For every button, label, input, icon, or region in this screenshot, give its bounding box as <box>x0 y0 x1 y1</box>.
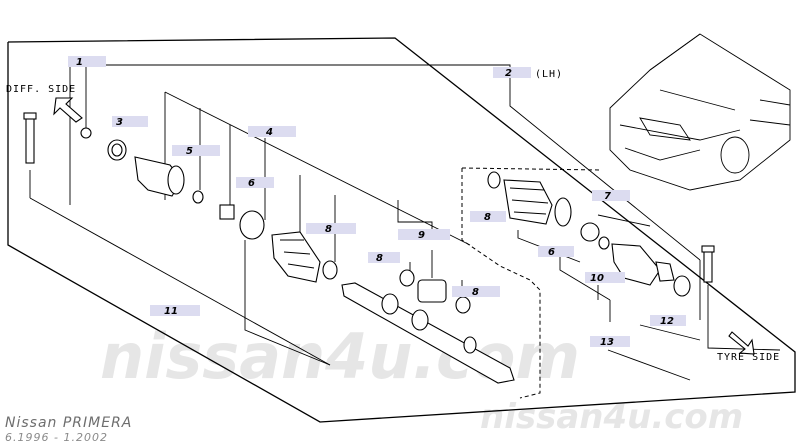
diff-side-arrow-icon <box>53 97 83 123</box>
dowel-part <box>25 116 35 164</box>
lh-qualifier: (LH) <box>535 69 563 80</box>
callout-12: 12 <box>660 316 674 327</box>
diff-side-label: DIFF. SIDE <box>6 84 76 95</box>
callout-5: 5 <box>186 146 193 157</box>
callout-8c: 8 <box>472 287 479 298</box>
tyre-side-label: TYRE SIDE <box>717 352 780 363</box>
boot-part <box>271 231 321 283</box>
footer-years: 6.1996 - 1.2002 <box>5 431 108 444</box>
ball-cage-part <box>580 222 600 242</box>
callout-13: 13 <box>600 337 614 348</box>
circlip-part <box>80 127 92 139</box>
callout-3: 3 <box>116 117 123 128</box>
callout-11: 11 <box>164 306 178 317</box>
watermark-large: nissan4u.com <box>100 320 580 393</box>
footer-model: Nissan PRIMERA <box>5 415 133 431</box>
assembly-frame <box>7 37 796 423</box>
callout-8d: 8 <box>484 212 491 223</box>
callout-4: 4 <box>265 127 273 138</box>
callout-1: 1 <box>76 57 83 68</box>
callout-2: 2 <box>505 68 512 79</box>
boot-band-small-part <box>322 260 338 280</box>
tyre-side-arrow-icon <box>728 331 755 355</box>
seal-outer-part <box>673 275 691 297</box>
boot-band-large-part <box>554 197 572 227</box>
spider-assembly-part <box>219 204 235 220</box>
callout-8a: 8 <box>325 224 332 235</box>
callout-8b: 8 <box>376 253 383 264</box>
dowel-outer-part <box>703 249 713 283</box>
car-locator-illustration <box>609 33 791 191</box>
retainer-ring-part <box>598 236 610 250</box>
dynamic-damper-part <box>417 279 447 303</box>
callout-6b: 6 <box>548 247 555 258</box>
boot-outer-part <box>503 179 553 225</box>
boot-band-part <box>239 210 265 240</box>
callout-10: 10 <box>590 273 604 284</box>
callout-6a: 6 <box>248 178 255 189</box>
callout-7: 7 <box>604 191 611 202</box>
lh-group-frame <box>86 64 701 261</box>
snap-ring-part <box>192 190 204 204</box>
damper-band-part <box>399 269 415 287</box>
boot-band-outer-part <box>487 171 501 189</box>
callout-9: 9 <box>418 230 425 241</box>
boot-group-frame <box>461 168 541 399</box>
